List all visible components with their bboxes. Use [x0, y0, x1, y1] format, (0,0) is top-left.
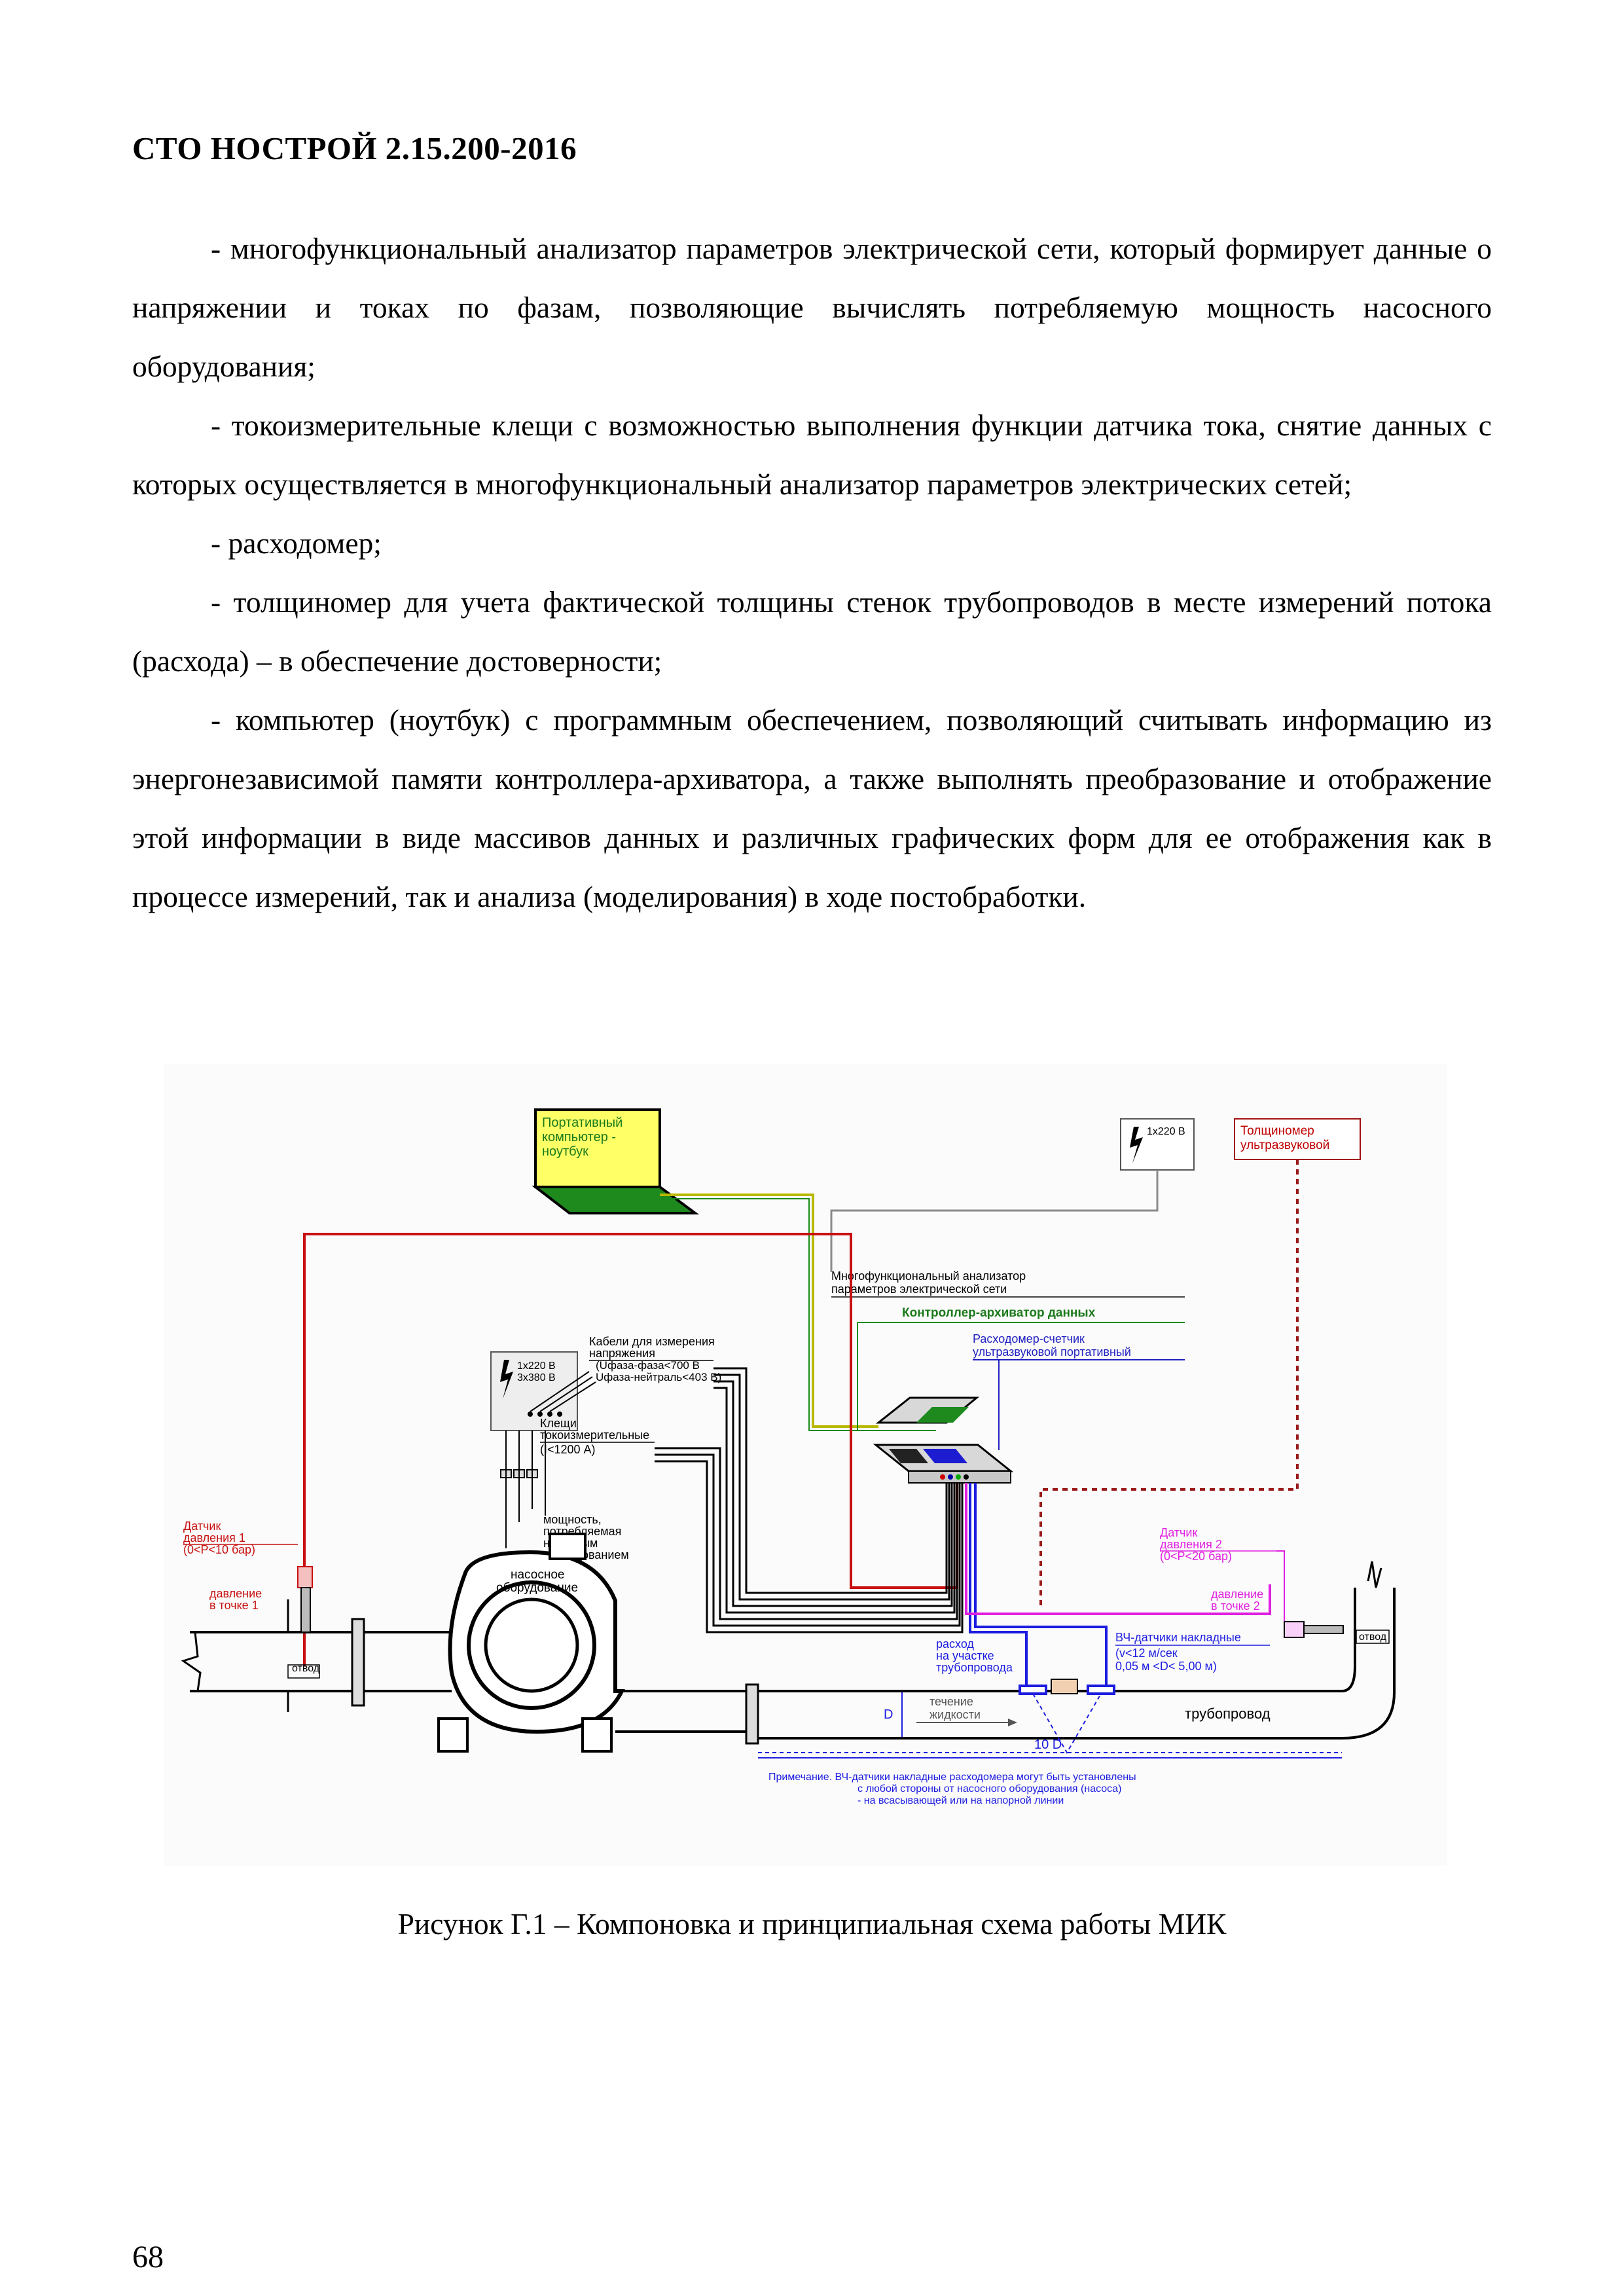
pressure1-label-2: в точке 1 [209, 1599, 259, 1612]
lightning-icon [1130, 1127, 1143, 1163]
note-line-1: Примечание. ВЧ-датчики накладные расходо… [768, 1772, 1136, 1783]
diameter-label: D [884, 1707, 893, 1722]
hf-sensors-label-3: 0,05 м <D< 5,00 м) [1115, 1660, 1217, 1673]
clamps-label-1: Клещи [540, 1417, 577, 1430]
voltage-cable-bundle [655, 1367, 964, 1633]
sensor1-label-3: (0<P<10 бар) [183, 1543, 255, 1556]
paragraph: - расходомер; [211, 526, 382, 560]
laptop-label-2: компьютер - [542, 1130, 616, 1144]
thickness-label-2: ультразвуковой [1240, 1139, 1329, 1152]
pump: насосное оборудование [437, 1533, 625, 1753]
sensor1-label-2: давления 1 [183, 1531, 245, 1544]
panel-power-2: 3х380 В [517, 1372, 556, 1383]
lightning-icon [500, 1360, 513, 1399]
flow-section-label-3: трубопровода [936, 1661, 1013, 1674]
outlet-right-label: отвод [1359, 1631, 1387, 1643]
document-header: СТО НОСТРОЙ 2.15.200-2016 [132, 130, 577, 166]
body-text: - многофункциональный анализатор парамет… [132, 219, 1492, 926]
laptop-label-3: ноутбук [542, 1144, 588, 1159]
power-outlet-top: 1х220 В [1120, 1118, 1195, 1171]
analyzer-device [873, 1396, 1014, 1484]
suction-pipe [181, 1599, 465, 1712]
note-line-2: с любой стороны от насосного оборудовани… [857, 1783, 1121, 1795]
pressure2-label-2: в точке 2 [1211, 1599, 1260, 1613]
hf-sensors [1019, 1679, 1115, 1754]
sensor2-label-2: давления 2 [1160, 1538, 1222, 1551]
power-label-1: мощность, [543, 1513, 602, 1526]
discharge-pipe [615, 1561, 1396, 1745]
pressure2-label-1: давление [1211, 1588, 1263, 1601]
sensor2-label-3: (0<P<20 бар) [1160, 1550, 1232, 1563]
analyzer-label-2: параметров электрической сети [831, 1283, 1007, 1296]
laptop-label-1: Портативный [542, 1116, 623, 1130]
flange-right [745, 1683, 759, 1745]
flow-section-label-1: расход [936, 1637, 974, 1650]
paragraph: - толщиномер для учета фактической толщи… [132, 585, 1492, 678]
cables-label-4: Uфаза-нейтраль<403 В) [596, 1371, 721, 1383]
panel-power-1: 1х220 В [517, 1360, 556, 1372]
cables-label-2: напряжения [589, 1347, 655, 1360]
power-top-label: 1х220 В [1147, 1126, 1185, 1137]
schematic-diagram: Портативный компьютер - ноутбук 1х220 В … [164, 1064, 1447, 1866]
hf-sensor-cables [969, 1483, 1108, 1689]
figure-caption: Рисунок Г.1 – Компоновка и принципиальна… [397, 1907, 1227, 1941]
pressure1-label-1: давление [209, 1587, 262, 1600]
flow-arrow-icon [1008, 1719, 1017, 1726]
flowmeter-label-1: Расходомер-счетчик [973, 1332, 1085, 1345]
pressure-sensor-2 [1284, 1621, 1305, 1638]
pressure-sensor-1 [297, 1566, 313, 1588]
outlet-left-label: отвод [292, 1663, 320, 1674]
cables-label-1: Кабели для измерения [589, 1335, 715, 1348]
flow-label-1: течение [929, 1695, 973, 1708]
flowmeter-label-2: ультразвуковой портативный [973, 1345, 1131, 1358]
paragraph: - токоизмерительные клещи с возможностью… [132, 409, 1492, 501]
page-number: 68 [132, 2240, 164, 2274]
flange-left [351, 1618, 365, 1707]
hf-sensors-label-2: (v<12 м/сек [1115, 1647, 1178, 1660]
pump-label-2: оборудование [496, 1581, 578, 1595]
pipeline-label: трубопровод [1185, 1705, 1271, 1722]
electrical-panel: 1х220 В 3х380 В [490, 1351, 578, 1431]
clamps-label-2: токоизмерительные [540, 1429, 649, 1442]
cables-label-3: (Uфаза-фаза<700 В [596, 1359, 700, 1372]
laptop: Портативный компьютер - ноутбук [532, 1108, 700, 1214]
pressure-signal-wire-2 [965, 1483, 1271, 1615]
schematic-figure: Портативный компьютер - ноутбук 1х220 В … [164, 1064, 1447, 1866]
flow-section-label-2: на участке [936, 1649, 994, 1662]
paragraph: - компьютер (ноутбук) с программным обес… [132, 703, 1492, 913]
paragraph: - многофункциональный анализатор парамет… [132, 232, 1492, 383]
distance-label: 10 D [1034, 1738, 1062, 1752]
pump-label-1: насосное [511, 1568, 564, 1582]
thickness-gauge: Толщиномер ультразвуковой [1234, 1118, 1361, 1160]
analyzer-label-1: Многофункциональный анализатор [831, 1269, 1026, 1283]
sensor2-label-1: Датчик [1160, 1526, 1197, 1539]
controller-label: Контроллер-архиватор данных [902, 1306, 1096, 1320]
note-line-3: - на всасывающей или на напорной линии [857, 1795, 1064, 1806]
flow-label-2: жидкости [929, 1708, 981, 1721]
hf-sensors-label-1: ВЧ-датчики накладные [1115, 1631, 1241, 1644]
clamps-label-3: (I<1200 А) [540, 1443, 596, 1456]
thickness-label-1: Толщиномер [1240, 1124, 1314, 1138]
sensor1-label-1: Датчик [183, 1520, 221, 1533]
